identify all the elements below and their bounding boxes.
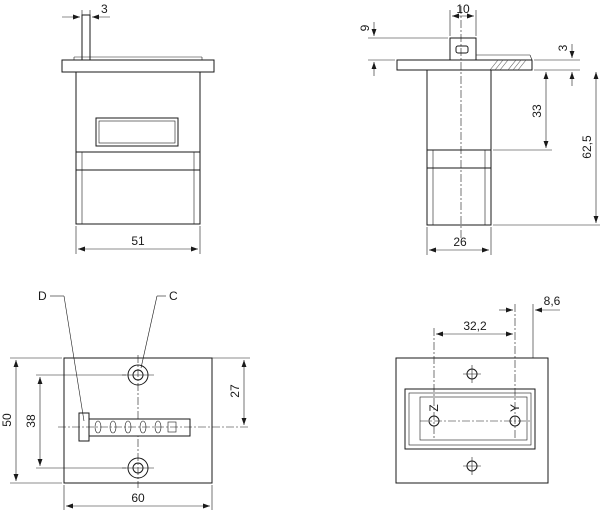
- cutout-opening: [404, 388, 536, 450]
- cutout-view: Z Y 32,2 8,6: [395, 294, 561, 484]
- dim-face-hole-spacing: 38: [24, 414, 38, 428]
- side-shaft-slot: [455, 45, 469, 54]
- dim-side-body-width: 26: [453, 235, 467, 249]
- dim-face-width: 60: [131, 491, 145, 505]
- side-lower-body: [426, 167, 492, 226]
- dim-face-center-offset: 27: [228, 384, 242, 398]
- front-bezel: [75, 151, 201, 171]
- face-counter-window: [88, 418, 191, 437]
- dim-front-pin-width: 3: [101, 2, 108, 16]
- front-view: 3 51: [61, 2, 215, 254]
- label-element-c: C: [169, 289, 178, 303]
- front-housing: [75, 71, 201, 153]
- dim-side-body-length: 33: [530, 104, 544, 118]
- dim-front-width: 51: [131, 234, 145, 248]
- side-bezel: [426, 149, 492, 169]
- front-flange: [61, 59, 215, 73]
- front-window: [95, 117, 179, 147]
- front-lower-body: [75, 169, 201, 225]
- dim-side-total-length: 62,5: [580, 135, 594, 159]
- side-shaft: [449, 37, 477, 61]
- front-pin: [81, 14, 91, 61]
- dim-side-flange-thickness: 3: [556, 44, 570, 51]
- label-element-d: D: [38, 289, 47, 303]
- dim-side-shaft-width: 10: [456, 2, 470, 16]
- dim-cutout-hole-spacing: 32,2: [463, 319, 487, 333]
- dim-face-height: 50: [0, 413, 14, 427]
- dim-side-flange-offset: 9: [358, 24, 372, 31]
- dim-cutout-hole-offset: 8,6: [544, 294, 561, 308]
- face-view: D C 50 38 27 60: [0, 289, 250, 510]
- side-view: 10 9 3 33 62,5 26: [358, 2, 600, 255]
- side-housing: [426, 69, 492, 151]
